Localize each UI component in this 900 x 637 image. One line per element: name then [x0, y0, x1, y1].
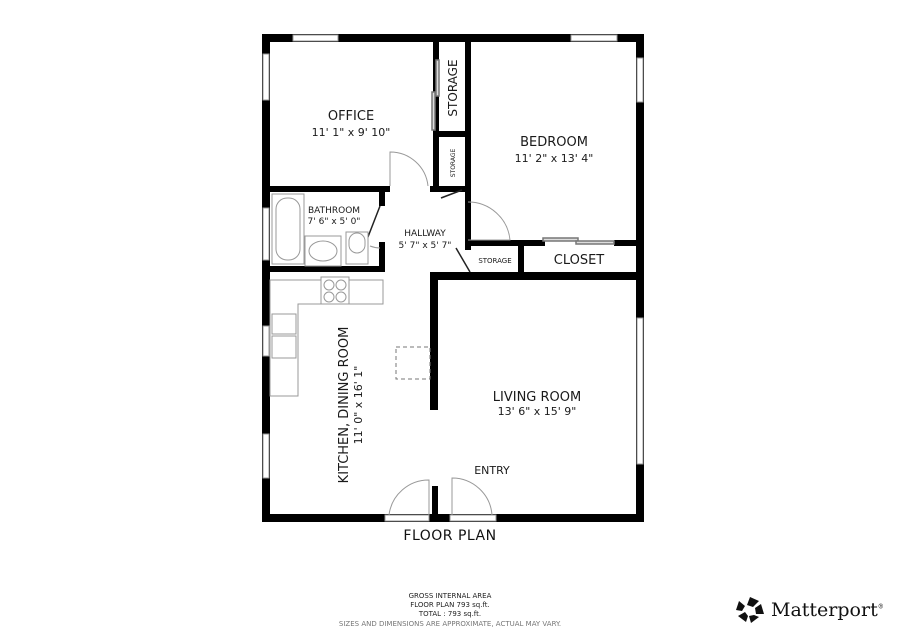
room-name-bathroom: BATHROOM	[308, 206, 360, 216]
room-dims-living-room: 13' 6" x 15' 9"	[498, 405, 577, 418]
bathroom-fixtures	[271, 193, 369, 267]
closet-label: CLOSET	[554, 253, 605, 268]
room-name-hallway: HALLWAY	[404, 229, 446, 239]
door-swings	[369, 151, 511, 516]
storage-hall-label: STORAGE	[478, 257, 511, 265]
room-name-kitchen: KITCHEN, DINING ROOM	[337, 327, 352, 484]
room-name-bedroom: BEDROOM	[520, 135, 588, 150]
room-name-office: OFFICE	[328, 109, 374, 124]
brand-name: Matterport	[771, 599, 878, 621]
room-dims-kitchen: 11' 0" x 16' 1"	[352, 366, 365, 445]
area-heading: GROSS INTERNAL AREA	[408, 592, 492, 600]
windows	[262, 34, 644, 522]
matterport-mark-icon	[736, 597, 764, 623]
room-dims-bedroom: 11' 2" x 13' 4"	[515, 152, 594, 165]
disclaimer: SIZES AND DIMENSIONS ARE APPROXIMATE, AC…	[338, 620, 562, 628]
storage-small-label: STORAGE	[450, 149, 457, 178]
room-dims-hallway: 5' 7" x 5' 7"	[399, 241, 452, 251]
room-dims-bathroom: 7' 6" x 5' 0"	[308, 217, 361, 227]
room-dims-office: 11' 1" x 9' 10"	[312, 126, 391, 139]
storage-large-label: STORAGE	[446, 59, 460, 116]
kitchen-counters	[269, 276, 384, 397]
brand-mark: ®	[877, 603, 884, 611]
matterport-logo: Matterport®	[735, 596, 884, 624]
entry-label: ENTRY	[474, 464, 510, 477]
area-floor-plan: FLOOR PLAN 793 sq.ft.	[410, 601, 490, 609]
plan-title: FLOOR PLAN	[403, 528, 497, 544]
area-total: TOTAL : 793 sq.ft.	[418, 610, 482, 618]
room-name-living-room: LIVING ROOM	[493, 390, 581, 405]
